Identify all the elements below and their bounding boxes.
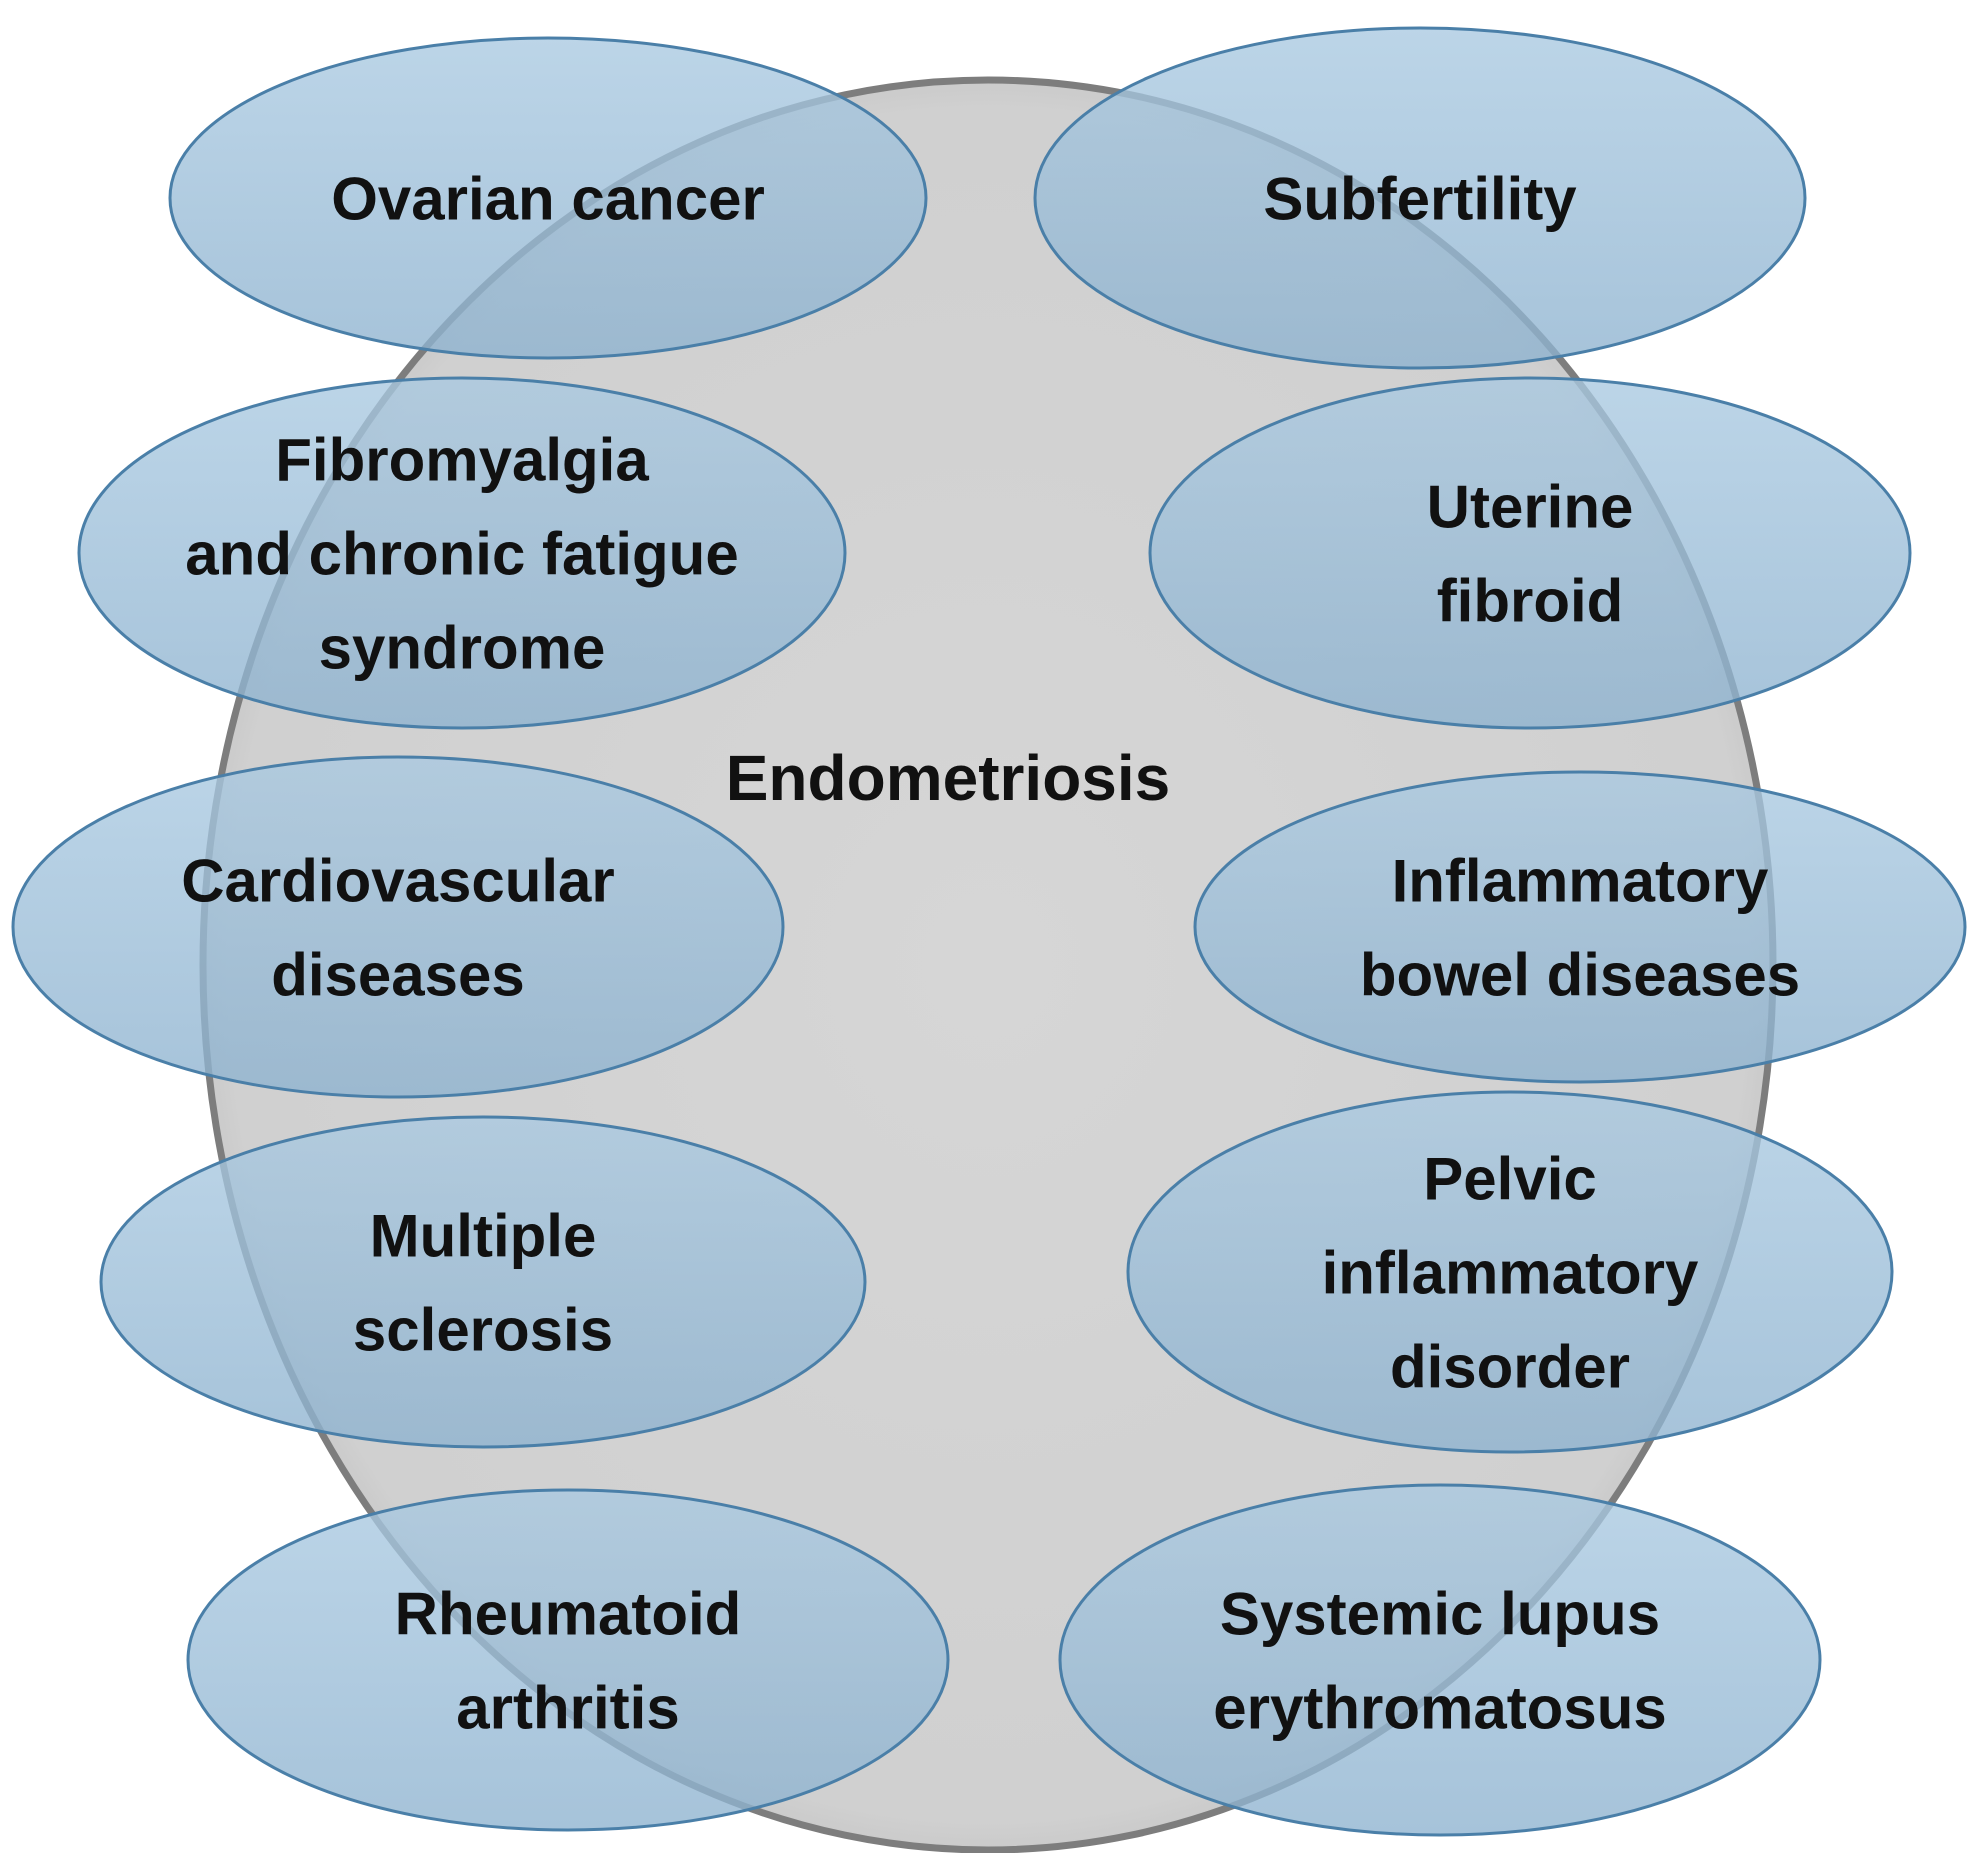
bubble-shape — [1058, 1483, 1822, 1837]
bubble-shape — [1126, 1090, 1894, 1454]
bubble-label-line: Systemic lupus — [1220, 1581, 1660, 1648]
bubble-label-line: syndrome — [319, 615, 606, 682]
bubble-label-line: arthritis — [456, 1675, 679, 1742]
bubble-shape — [1193, 770, 1967, 1084]
bubble-shape — [77, 376, 847, 730]
bubble-label-line: Multiple — [370, 1203, 597, 1270]
bubble-label-line: disorder — [1390, 1334, 1630, 1401]
bubble-label-line: bowel diseases — [1360, 942, 1800, 1009]
bubble-pelvic-inflammatory-disorder: Pelvic inflammatory disorder — [1126, 1090, 1894, 1454]
bubble-subfertility: Subfertility — [1033, 26, 1807, 370]
bubble-label-line: fibroid — [1437, 568, 1624, 635]
bubble-shape — [1033, 26, 1807, 370]
bubble-inflammatory-bowel-diseases: Inflammatory bowel diseases — [1193, 770, 1967, 1084]
bubble-systemic-lupus-erythromatosus: Systemic lupus erythromatosus — [1058, 1483, 1822, 1837]
bubble-label-line: and chronic fatigue — [185, 521, 738, 588]
bubble-cardiovascular-diseases: Cardiovascular diseases — [11, 755, 785, 1099]
bubble-label-line: erythromatosus — [1213, 1675, 1666, 1742]
bubble-label-line: Uterine — [1427, 474, 1634, 541]
bubble-uterine-fibroid: Uterine fibroid — [1148, 376, 1912, 730]
bubble-shape — [99, 1115, 867, 1449]
bubble-label-line: Fibromyalgia — [275, 427, 649, 494]
bubble-shape — [168, 36, 928, 360]
bubble-ovarian-cancer: Ovarian cancer — [168, 36, 928, 360]
bubble-label-line: Rheumatoid — [395, 1581, 742, 1648]
bubble-fibromyalgia-cfs: Fibromyalgia and chronic fatigue syndrome — [77, 376, 847, 730]
bubble-shape — [186, 1488, 950, 1832]
bubble-label-line: Inflammatory — [1392, 848, 1769, 915]
bubble-shape — [11, 755, 785, 1099]
bubble-shape — [1148, 376, 1912, 730]
bubble-rheumatoid-arthritis: Rheumatoid arthritis — [186, 1488, 950, 1832]
bubble-label-line: Pelvic — [1423, 1146, 1596, 1213]
bubble-label-line: Ovarian cancer — [331, 166, 765, 233]
center-label: Endometriosis — [726, 742, 1171, 814]
bubble-label-line: Subfertility — [1263, 166, 1577, 233]
bubble-label-line: sclerosis — [353, 1297, 613, 1364]
bubble-multiple-sclerosis: Multiple sclerosis — [99, 1115, 867, 1449]
bubble-label-line: diseases — [271, 942, 525, 1009]
bubble-label-line: inflammatory — [1322, 1240, 1699, 1307]
bubble-label-line: Cardiovascular — [181, 848, 615, 915]
